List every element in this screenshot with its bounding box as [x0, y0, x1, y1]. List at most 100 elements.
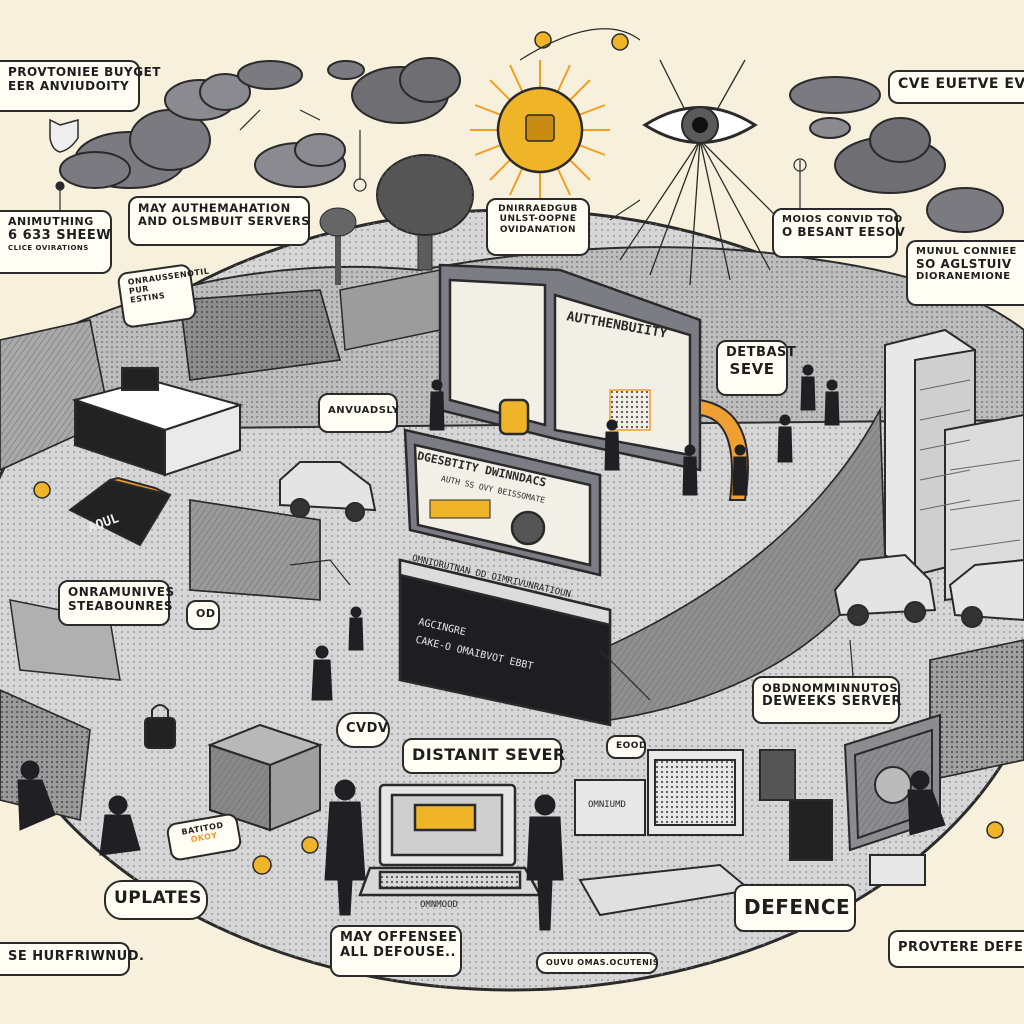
label-text: OD: [196, 607, 216, 620]
label-line: UNLST-OOPNE: [499, 214, 577, 225]
person: [311, 645, 333, 701]
cloud: [809, 117, 851, 139]
label-text: DEFENCE: [744, 895, 851, 919]
label-line: SEVE: [729, 359, 775, 378]
lock-icon: [144, 704, 176, 749]
person: [429, 379, 445, 431]
label-line: O BESANT EESOV: [782, 224, 906, 239]
label-may-authemahation: MAY AUTHEMAHATION AND OLSMBUIT SERVERS: [128, 196, 310, 246]
cloud: [254, 133, 346, 188]
person: [348, 606, 364, 651]
label-text: SE HURFRIWNUD.: [8, 949, 145, 964]
label-line: ONRAMUNIVES: [68, 585, 175, 599]
cloud: [327, 60, 365, 80]
laptop: [358, 783, 543, 897]
label-onramunives: ONRAMUNIVES STEABOUNRES: [58, 580, 175, 626]
label-od: OD: [186, 600, 220, 630]
shield-icon: [49, 118, 79, 153]
label-line: ANIMUTHING: [8, 215, 94, 228]
label-line: AND OLSMBUIT SERVERS: [138, 214, 311, 229]
dashboard-screen: [403, 428, 602, 577]
laptop-caption: OMNMOOD: [420, 900, 458, 910]
label-text: DISTANIT SEVER: [412, 745, 566, 764]
label-left-sign: ONRAUSSENOTIL PUR ESTINS: [116, 263, 210, 329]
label-provtere-defeu: PROVTERE DEFEU: [888, 930, 1024, 968]
tree: [319, 154, 474, 285]
label-anvuadsly: ANVUADSLY: [318, 393, 400, 433]
label-line: OBDNOMMINNUTOS: [762, 681, 899, 695]
label-line: MOIOS CONVID TOO: [782, 214, 903, 225]
car: [279, 461, 1024, 628]
isometric-box: [207, 723, 323, 832]
label-small-tag-right: EOOD: [606, 735, 646, 759]
person: [732, 444, 748, 496]
label-text: EOOD: [616, 741, 647, 751]
label-distant-server: DISTANIT SEVER: [402, 738, 565, 774]
label-line: STEABOUNRES: [68, 598, 174, 613]
workstation: [574, 749, 926, 917]
label-text: PROVTERE DEFEU: [898, 940, 1024, 955]
label-line: 6 633 SHEEW: [8, 227, 112, 243]
cloud: [351, 57, 461, 124]
label-moios-convid: MOIOS CONVID TOO O BESANT EESOV: [772, 208, 906, 258]
label-line: MAY AUTHEMAHATION: [138, 201, 291, 215]
label-bottom-center: OUVU OMAS.OCUTENIS: [536, 952, 660, 974]
label-line: OVIDANATION: [499, 224, 577, 235]
label-line: MUNUL CONNIEE: [916, 246, 1017, 257]
server-tower: [884, 328, 1024, 602]
person: [682, 444, 698, 496]
label-text: OUVU OMAS.OCUTENIS: [546, 958, 660, 967]
label-text: CVE EUETVE EVI: [898, 76, 1024, 92]
building: [71, 367, 244, 477]
cloud: [59, 109, 211, 189]
cloud: [164, 73, 251, 121]
coin-icon: [33, 31, 1004, 875]
label-line: DNIRRAEDGUB: [498, 204, 578, 214]
person: [907, 770, 946, 836]
label-text: ANVUADSLY: [328, 405, 400, 416]
label-line: EER ANVIUDOITY: [8, 78, 130, 93]
label-line: ALL DEFOUSE..: [340, 944, 456, 960]
person: [17, 760, 56, 831]
cloud: [926, 187, 1004, 233]
fence: [189, 407, 886, 721]
label-provtoniee-budget: PROVTONIEE BUYGET EER ANVIUDOITY: [0, 60, 161, 112]
person: [800, 364, 816, 411]
label-line: PROVTONIEE BUYGET: [8, 65, 161, 79]
person: [777, 414, 793, 463]
label-line: SO AGLSTUIV: [916, 256, 1012, 271]
aqul-box: [68, 476, 172, 547]
label-munul-conniee: MUNUL CONNIEE SO AGLSTUIV DIORANEMIONE: [906, 240, 1024, 306]
label-se-hurfriwnud: SE HURFRIWNUD.: [0, 942, 144, 976]
cloud: [789, 76, 881, 114]
label-may-offense: MAY OFFENSEE ALL DEFOUSE..: [330, 925, 462, 977]
label-line: CLICE OVIRATIONS: [8, 243, 89, 252]
person: [604, 419, 620, 471]
monitor-caption: OMNIUMD: [588, 800, 626, 810]
sun-icon: [470, 60, 610, 200]
cloud: [834, 117, 946, 194]
eye-icon: [619, 59, 791, 286]
label-line: DIORANEMIONE: [916, 271, 1011, 283]
label-line: DEWEEKS SERVER: [762, 694, 902, 710]
cloud: [237, 60, 303, 90]
label-deweeks-server: OBDNOMMINNUTOS DEWEEKS SERVER: [752, 676, 902, 724]
person: [99, 795, 141, 856]
people: [17, 364, 946, 931]
label-line: DETBAST: [726, 345, 797, 360]
terminal-window: [398, 558, 612, 727]
label-text: UPLATES: [114, 888, 202, 908]
label-text: CVDV: [346, 721, 389, 736]
person: [526, 794, 564, 931]
label-cve-euetve: CVE EUETVE EVI: [888, 70, 1024, 104]
label-line: MAY OFFENSEE: [340, 930, 458, 945]
label-detbast-seve: DETBAST SEVE: [716, 340, 797, 396]
label-animuthing: ANIMUTHING 6 633 SHEEW CLICE OVIRATIONS: [0, 210, 112, 274]
clouds: [59, 57, 1004, 233]
label-cvdv: CVDV: [336, 712, 390, 748]
person: [324, 779, 366, 916]
label-dnirraedgub: DNIRRAEDGUB UNLST-OOPNE OVIDANATION: [486, 198, 590, 256]
label-defence: DEFENCE: [734, 884, 856, 932]
